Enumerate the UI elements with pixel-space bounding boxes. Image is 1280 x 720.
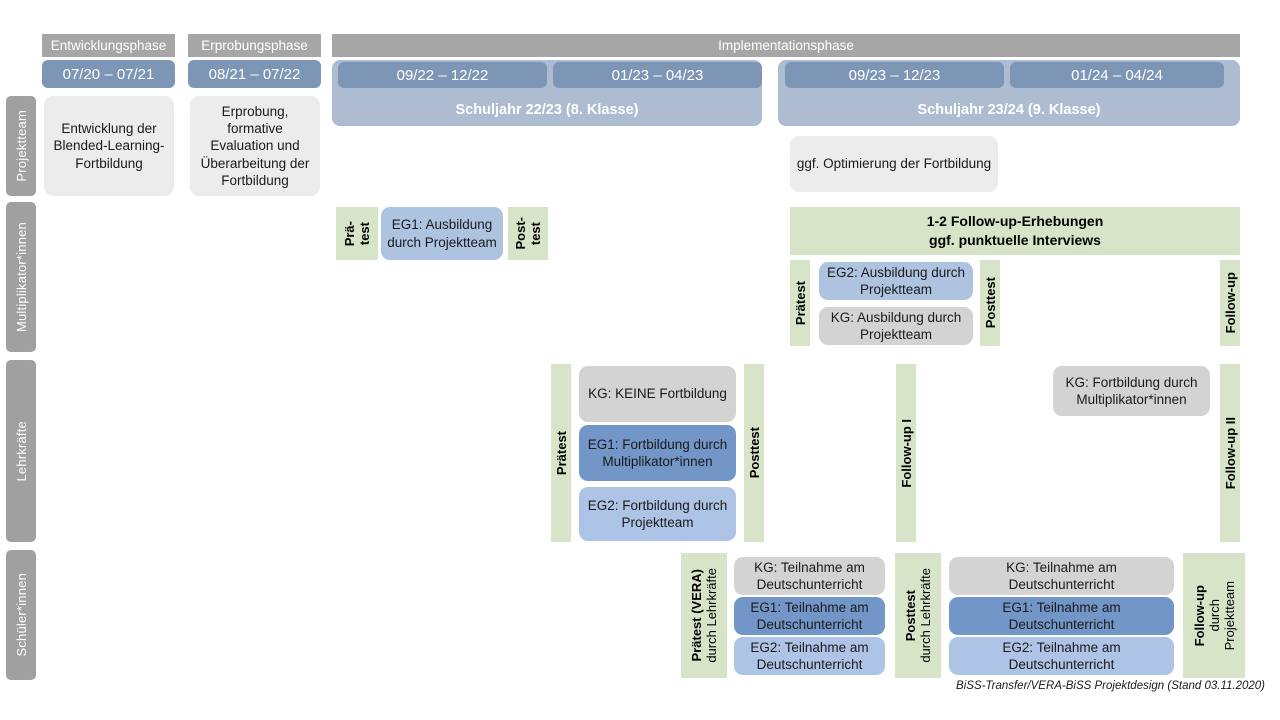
lehrkraefte-kg2-text: KG: Fortbildung durch Multiplikator*inne… (1065, 374, 1198, 407)
lehrkraefte-eg1-text: EG1: Fortbildung durch Multiplikator*inn… (587, 436, 728, 469)
schueler-block1-eg1-text: EG1: Teilnahme am Deutschunterricht (750, 599, 869, 632)
multiplikatoren-praetest-1-line2: test (357, 221, 372, 246)
schueler-posttest: Posttest durch Lehrkräfte (895, 553, 941, 678)
schueler-block1-eg1: EG1: Teilnahme am Deutschunterricht (734, 597, 885, 635)
schueler-block2-eg1: EG1: Teilnahme am Deutschunterricht (949, 597, 1174, 635)
period-label-0720-0721: 07/20 – 07/21 (62, 65, 155, 83)
row-label-projektteam-text: Projektteam (13, 110, 29, 182)
phase-bar-entwicklungsphase: Entwicklungsphase (42, 34, 175, 57)
phase-bar-erprobungsphase: Erprobungsphase (188, 34, 321, 57)
multiplikatoren-praetest-2-text: Prätest (792, 280, 808, 326)
schueler-praetest-sub: durch Lehrkräfte (704, 568, 719, 663)
multiplikatoren-eg1-text: EG1: Ausbildung durch Projektteam (387, 217, 497, 250)
schueler-block1-eg2-text: EG2: Teilnahme am Deutschunterricht (750, 639, 869, 672)
multiplikatoren-posttest-1-line1: Post- (513, 217, 528, 250)
period-label-0923-1223: 09/23 – 12/23 (848, 66, 941, 84)
lehrkraefte-followup-1-text: Follow-up I (898, 418, 914, 488)
period-bar-0124-0424: 01/24 – 04/24 (1010, 62, 1224, 88)
multiplikatoren-followup: Follow-up (1220, 260, 1240, 346)
period-label-0821-0722: 08/21 – 07/22 (208, 65, 301, 83)
schueler-block2-eg2: EG2: Teilnahme am Deutschunterricht (949, 637, 1174, 675)
period-bar-0720-0721: 07/20 – 07/21 (42, 60, 175, 88)
multiplikatoren-praetest-1-line1: Prä- (342, 220, 357, 247)
lehrkraefte-kg-text: KG: KEINE Fortbildung (588, 386, 727, 402)
row-label-schueler: Schüler*innen (6, 550, 36, 680)
schueler-block1-kg: KG: Teilnahme am Deutschunterricht (734, 557, 885, 595)
period-bar-0923-1223: 09/23 – 12/23 (785, 62, 1004, 88)
schueler-block1-eg2: EG2: Teilnahme am Deutschunterricht (734, 637, 885, 675)
footer-credit-text: BiSS-Transfer/VERA-BiSS Projektdesign (S… (956, 680, 1265, 692)
phase-bar-implementationsphase: Implementationsphase (332, 34, 1240, 57)
lehrkraefte-followup-1: Follow-up I (896, 364, 916, 542)
row-label-multiplikatoren: Multiplikator*innen (6, 202, 36, 352)
schueler-followup-main: Follow-up (1191, 584, 1207, 647)
row-label-lehrkraefte: Lehrkräfte (6, 360, 36, 542)
phase-label-implementationsphase: Implementationsphase (718, 38, 854, 53)
schueler-followup: Follow-up durch Projektteam (1183, 553, 1245, 678)
projektteam-entwicklung-text: Entwicklung der Blended-Learning-Fortbil… (53, 121, 165, 171)
projektteam-optimierung-box: ggf. Optimierung der Fortbildung (790, 136, 998, 192)
schueler-block1-kg-text: KG: Teilnahme am Deutschunterricht (754, 559, 865, 592)
row-label-projektteam: Projektteam (6, 96, 36, 196)
period-label-0123-0423: 01/23 – 04/23 (611, 66, 704, 84)
schueler-praetest: Prätest (VERA) durch Lehrkräfte (681, 553, 727, 678)
lehrkraefte-followup-2: Follow-up II (1220, 364, 1240, 542)
schueler-block2-eg2-text: EG2: Teilnahme am Deutschunterricht (1002, 639, 1121, 672)
multiplikatoren-posttest-2-text: Posttest (982, 277, 998, 329)
multiplikatoren-kg-box: KG: Ausbildung durch Projektteam (819, 307, 973, 345)
row-label-multiplikatoren-text: Multiplikator*innen (13, 221, 29, 333)
lehrkraefte-eg2-text: EG2: Fortbildung durch Projektteam (587, 497, 728, 530)
multiplikatoren-followup-banner: 1-2 Follow-up-Erhebungen ggf. punktuelle… (790, 207, 1240, 255)
multiplikatoren-followup-banner-line1: 1-2 Follow-up-Erhebungen (926, 213, 1104, 230)
lehrkraefte-posttest-text: Posttest (746, 427, 762, 479)
row-label-lehrkraefte-text: Lehrkräfte (13, 420, 29, 482)
lehrkraefte-eg2-box: EG2: Fortbildung durch Projektteam (579, 487, 736, 541)
footer-credit: BiSS-Transfer/VERA-BiSS Projektdesign (S… (700, 680, 1265, 698)
schueler-posttest-main: Posttest (903, 589, 918, 642)
school-year-2324-label: Schuljahr 23/24 (9. Klasse) (917, 102, 1101, 118)
multiplikatoren-posttest-2: Posttest (980, 260, 1000, 346)
lehrkraefte-praetest: Prätest (551, 364, 571, 542)
multiplikatoren-praetest-2: Prätest (790, 260, 810, 346)
period-bar-0123-0423: 01/23 – 04/23 (553, 62, 762, 88)
projektteam-erprobung-text: Erprobung, formative Evaluation und Über… (200, 103, 310, 188)
multiplikatoren-posttest-1: Post- test (508, 207, 548, 260)
projektteam-optimierung-text: ggf. Optimierung der Fortbildung (796, 156, 992, 172)
period-label-0124-0424: 01/24 – 04/24 (1071, 66, 1163, 84)
row-label-schueler-text: Schüler*innen (13, 573, 29, 657)
multiplikatoren-eg2-box: EG2: Ausbildung durch Projektteam (819, 262, 973, 300)
projektteam-entwicklung-box: Entwicklung der Blended-Learning-Fortbil… (44, 96, 174, 196)
multiplikatoren-eg1-box: EG1: Ausbildung durch Projektteam (381, 207, 503, 260)
schueler-followup-sub1: durch (1206, 599, 1222, 632)
lehrkraefte-posttest: Posttest (744, 364, 764, 542)
multiplikatoren-eg2-text: EG2: Ausbildung durch Projektteam (826, 264, 966, 297)
schueler-block2-kg: KG: Teilnahme am Deutschunterricht (949, 557, 1174, 595)
multiplikatoren-followup-text: Follow-up (1222, 272, 1238, 334)
lehrkraefte-praetest-text: Prätest (553, 430, 569, 476)
multiplikatoren-posttest-1-line2: test (528, 221, 543, 246)
multiplikatoren-praetest-1: Prä- test (336, 207, 378, 260)
phase-label-erprobungsphase: Erprobungsphase (201, 38, 308, 53)
lehrkraefte-followup-2-text: Follow-up II (1222, 416, 1238, 490)
period-bar-0821-0722: 08/21 – 07/22 (188, 60, 321, 88)
phase-label-entwicklungsphase: Entwicklungsphase (50, 38, 167, 53)
lehrkraefte-kg2-box: KG: Fortbildung durch Multiplikator*inne… (1053, 366, 1210, 416)
period-label-0922-1222: 09/22 – 12/22 (396, 66, 489, 84)
schueler-praetest-main: Prätest (VERA) (689, 569, 704, 662)
lehrkraefte-kg-box: KG: KEINE Fortbildung (579, 366, 736, 422)
projektteam-erprobung-box: Erprobung, formative Evaluation und Über… (190, 96, 320, 196)
lehrkraefte-eg1-box: EG1: Fortbildung durch Multiplikator*inn… (579, 425, 736, 481)
school-year-2223-label: Schuljahr 22/23 (8. Klasse) (455, 102, 639, 118)
schueler-posttest-sub: durch Lehrkräfte (918, 568, 933, 663)
schueler-block2-eg1-text: EG1: Teilnahme am Deutschunterricht (1002, 599, 1121, 632)
multiplikatoren-followup-banner-line2: ggf. punktuelle Interviews (929, 232, 1101, 248)
multiplikatoren-kg-text: KG: Ausbildung durch Projektteam (830, 309, 962, 342)
period-bar-0922-1222: 09/22 – 12/22 (338, 62, 547, 88)
schueler-block2-kg-text: KG: Teilnahme am Deutschunterricht (1006, 559, 1117, 592)
schueler-followup-sub2: Projektteam (1221, 580, 1237, 651)
